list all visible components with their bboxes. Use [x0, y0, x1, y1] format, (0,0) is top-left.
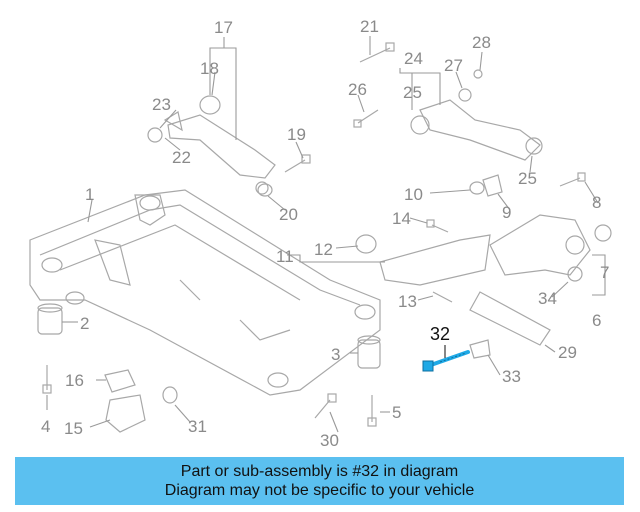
callout-34: 34 [538, 289, 557, 308]
callout-18: 18 [200, 59, 219, 78]
callout-8: 8 [592, 193, 601, 212]
callout-17: 17 [214, 18, 233, 37]
subframe-part [29, 189, 381, 396]
callout-13: 13 [398, 292, 417, 311]
arm-parts [255, 69, 612, 359]
callout-7: 7 [600, 263, 609, 282]
callout-32-highlighted: 32 [430, 324, 450, 344]
callout-2: 2 [80, 314, 89, 333]
callout-25b: 25 [518, 169, 537, 188]
callout-12: 12 [314, 240, 333, 259]
callout-24: 24 [404, 49, 423, 68]
callout-20: 20 [279, 205, 298, 224]
callout-19: 19 [287, 125, 306, 144]
callout-27: 27 [444, 56, 463, 75]
callout-25: 25 [403, 83, 422, 102]
callout-5: 5 [392, 403, 401, 422]
banner-line-2: Diagram may not be specific to your vehi… [164, 482, 475, 499]
bolt-32-highlighted [422, 345, 470, 372]
callout-29: 29 [558, 343, 577, 362]
callout-23: 23 [152, 95, 171, 114]
callout-6: 6 [592, 311, 601, 330]
callout-33: 33 [502, 367, 521, 386]
bushing-parts [37, 303, 381, 369]
callout-9: 9 [502, 203, 511, 222]
suspension-diagram: 1 2 3 4 5 6 7 8 9 10 11 12 13 14 15 16 1… [29, 17, 612, 450]
callout-labels: 1 2 3 4 5 6 7 8 9 10 11 12 13 14 15 16 1… [41, 17, 609, 450]
upper-arm-part [147, 95, 276, 197]
callout-28: 28 [472, 33, 491, 52]
leader-lines [46, 36, 606, 433]
mount-parts [104, 369, 178, 433]
info-banner: Part or sub-assembly is #32 in diagram D… [15, 457, 624, 505]
banner-line-1: Part or sub-assembly is #32 in diagram [180, 463, 459, 480]
callout-3: 3 [331, 345, 340, 364]
callout-21: 21 [360, 17, 379, 36]
callout-4: 4 [41, 417, 50, 436]
callout-10: 10 [404, 185, 423, 204]
callout-22: 22 [172, 148, 191, 167]
callout-15: 15 [64, 419, 83, 438]
callout-26: 26 [348, 80, 367, 99]
callout-31: 31 [188, 417, 207, 436]
callout-1: 1 [85, 185, 94, 204]
callout-30: 30 [320, 431, 339, 450]
callout-14: 14 [392, 209, 411, 228]
bolt-parts [42, 42, 586, 427]
callout-16: 16 [65, 371, 84, 390]
callout-11: 11 [276, 247, 294, 266]
